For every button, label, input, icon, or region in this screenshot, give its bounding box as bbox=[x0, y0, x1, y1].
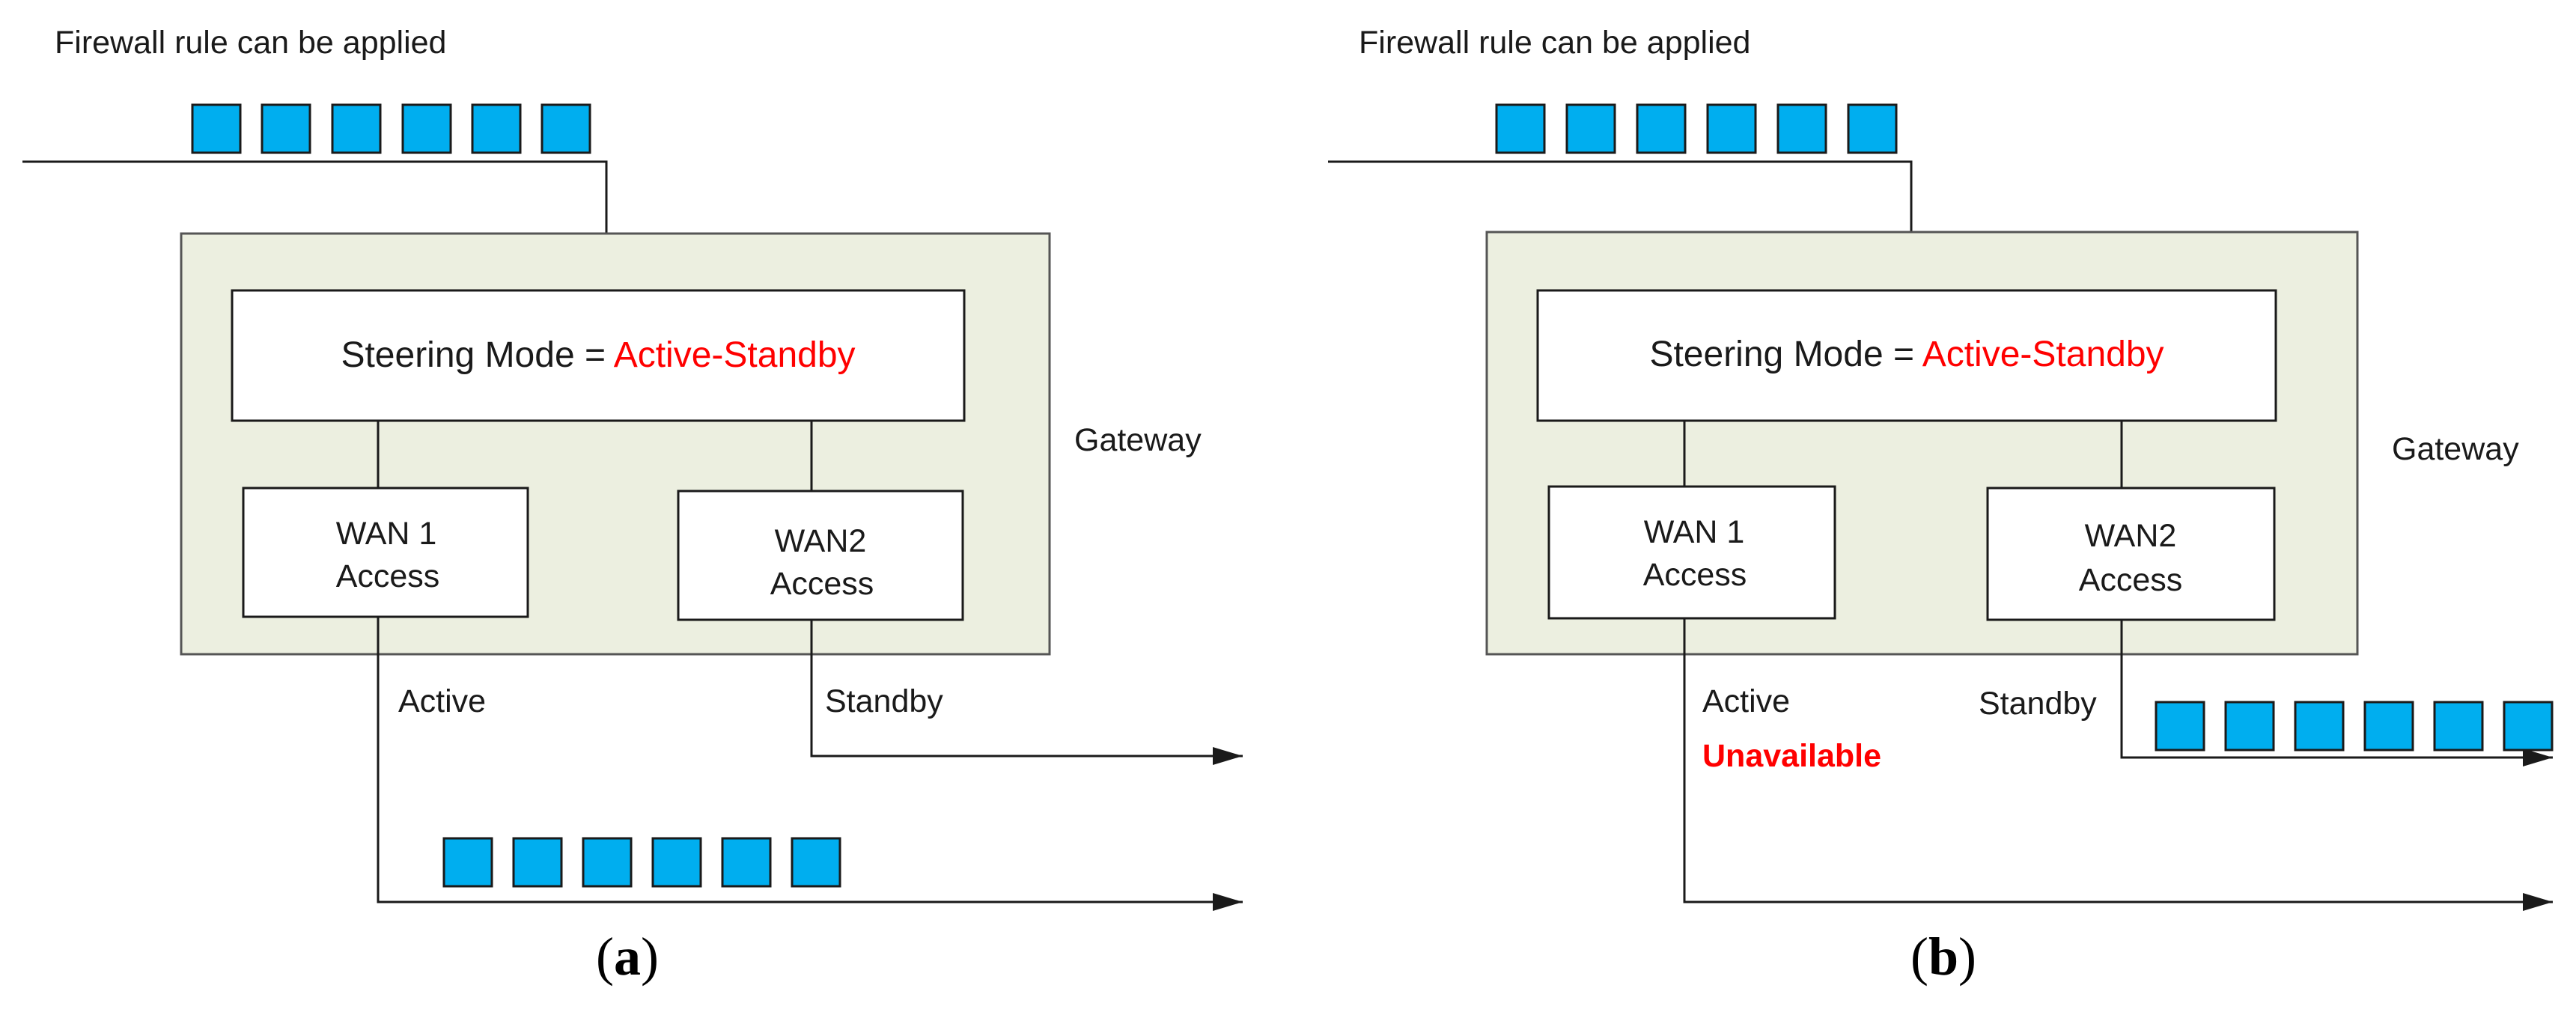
steering-mode-label: Steering Mode = bbox=[341, 335, 613, 375]
panel-a-wan2-box bbox=[677, 490, 964, 621]
packet bbox=[2224, 701, 2275, 752]
panel-a-input-packets bbox=[191, 103, 591, 154]
packet bbox=[1565, 103, 1616, 154]
panel-a-steering-text: Steering Mode = Active-Standby bbox=[341, 335, 855, 375]
panel-a-wan2-line2: Access bbox=[770, 566, 874, 602]
panel-b-wan1-line2: Access bbox=[1643, 557, 1747, 593]
packet bbox=[1847, 103, 1898, 154]
packet bbox=[651, 837, 702, 888]
packet bbox=[1636, 103, 1687, 154]
panel-b-standby-label: Standby bbox=[1979, 686, 2097, 722]
packet bbox=[331, 103, 382, 154]
panel-a-caption: (a) bbox=[596, 927, 659, 987]
panel-a-steering-box bbox=[231, 289, 966, 422]
panel-b-gateway-label: Gateway bbox=[2392, 431, 2519, 467]
packet bbox=[1495, 103, 1546, 154]
panel-a-wan2-line1: WAN2 bbox=[775, 523, 867, 559]
panel-b-wan2-line1: WAN2 bbox=[2085, 518, 2177, 554]
panel-a-active-label: Active bbox=[398, 683, 486, 719]
packet bbox=[512, 837, 563, 888]
panel-b-wan1-line1: WAN 1 bbox=[1644, 514, 1745, 550]
panel-b-header: Firewall rule can be applied bbox=[1359, 25, 1750, 61]
packet bbox=[541, 103, 591, 154]
panel-b-wan1-box bbox=[1547, 485, 1836, 620]
panel-b-unavailable-label: Unavailable bbox=[1702, 738, 1881, 774]
packet bbox=[721, 837, 772, 888]
panel-a-active-path bbox=[377, 617, 1243, 911]
packet bbox=[1706, 103, 1757, 154]
packet bbox=[2294, 701, 2345, 752]
panel-b-steering-text: Steering Mode = Active-Standby bbox=[1649, 335, 2164, 374]
panel-a-output-packets bbox=[442, 837, 841, 888]
steering-mode-value: Active-Standby bbox=[614, 335, 856, 375]
packet bbox=[2433, 701, 2484, 752]
packet bbox=[261, 103, 311, 154]
steering-mode-label: Steering Mode = bbox=[1649, 335, 1922, 374]
panel-a-standby-path bbox=[810, 620, 1243, 765]
panel-b-caption: (b) bbox=[1910, 927, 1976, 987]
panel-a-wan1-line1: WAN 1 bbox=[336, 516, 437, 552]
packet bbox=[2363, 701, 2414, 752]
panel-b-standby-path bbox=[2120, 620, 2553, 766]
panel-b-steering-box bbox=[1536, 289, 2277, 422]
packet bbox=[582, 837, 633, 888]
steering-mode-value: Active-Standby bbox=[1922, 335, 2164, 374]
panel-a-wan1-line2: Access bbox=[336, 558, 440, 594]
panel-a-wan1-box bbox=[242, 487, 529, 618]
panel-b-input-packets bbox=[1495, 103, 1898, 154]
panel-b-active-path bbox=[1683, 618, 2553, 911]
packet bbox=[2503, 701, 2554, 752]
caption-letter: b bbox=[1928, 927, 1958, 987]
panel-b-output-packets bbox=[2155, 701, 2554, 752]
caption-letter: a bbox=[614, 927, 641, 987]
packet bbox=[2155, 701, 2205, 752]
packet bbox=[471, 103, 522, 154]
panel-a-gateway-label: Gateway bbox=[1074, 422, 1202, 458]
panel-b-wan2-line2: Access bbox=[2079, 562, 2183, 598]
packet bbox=[401, 103, 452, 154]
panel-a: Firewall rule can be applied Gateway Ste… bbox=[22, 25, 1243, 987]
packet bbox=[1776, 103, 1827, 154]
panel-b-active-label: Active bbox=[1702, 683, 1790, 719]
packet bbox=[791, 837, 841, 888]
panel-b: Firewall rule can be applied Gateway Ste… bbox=[1328, 25, 2554, 987]
packet bbox=[191, 103, 242, 154]
panel-a-standby-label: Standby bbox=[825, 683, 943, 719]
packet bbox=[442, 837, 493, 888]
panel-a-header: Firewall rule can be applied bbox=[55, 25, 446, 61]
panel-b-wan2-box bbox=[1986, 487, 2276, 621]
